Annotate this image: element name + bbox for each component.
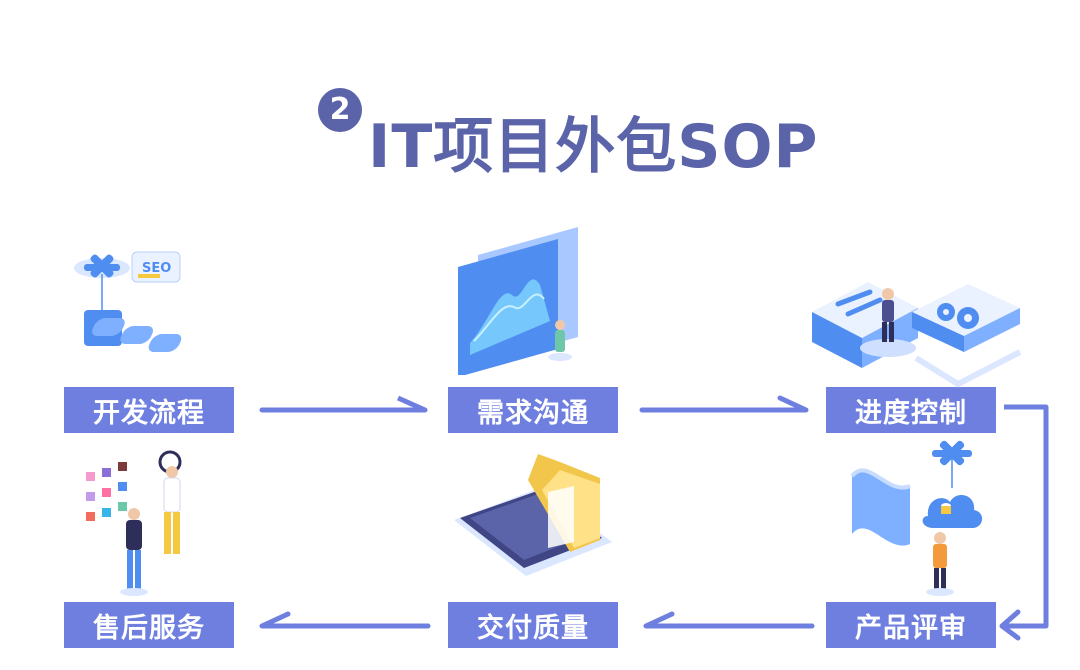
arrow-5-to-4	[259, 611, 431, 629]
step-box-requirements: 需求沟通	[448, 387, 618, 433]
drone-seo-icon: SEO	[74, 251, 182, 352]
page-title-block: 2 IT项目外包SOP	[0, 88, 1080, 182]
arrow-2-to-3	[639, 395, 809, 413]
tools-gears-icon	[812, 282, 1022, 388]
seo-badge: SEO	[142, 261, 171, 276]
data-wave-screen-icon	[458, 227, 578, 375]
step-box-development: 开发流程	[64, 387, 234, 433]
step-number-badge: 2	[318, 88, 362, 132]
arrow-3-to-6	[999, 404, 1049, 641]
step-box-after-sales: 售后服务	[64, 602, 234, 648]
step-box-review: 产品评审	[826, 602, 996, 648]
sticky-notes-person-icon	[86, 450, 182, 596]
page-title: IT项目外包SOP	[368, 112, 819, 182]
phone-folder-icon	[454, 454, 612, 576]
step-box-progress: 进度控制	[826, 387, 996, 433]
arrow-1-to-2	[259, 395, 428, 413]
drone-cloud-person-icon	[850, 440, 983, 596]
arrow-6-to-5	[643, 611, 815, 629]
step-box-delivery: 交付质量	[448, 602, 618, 648]
